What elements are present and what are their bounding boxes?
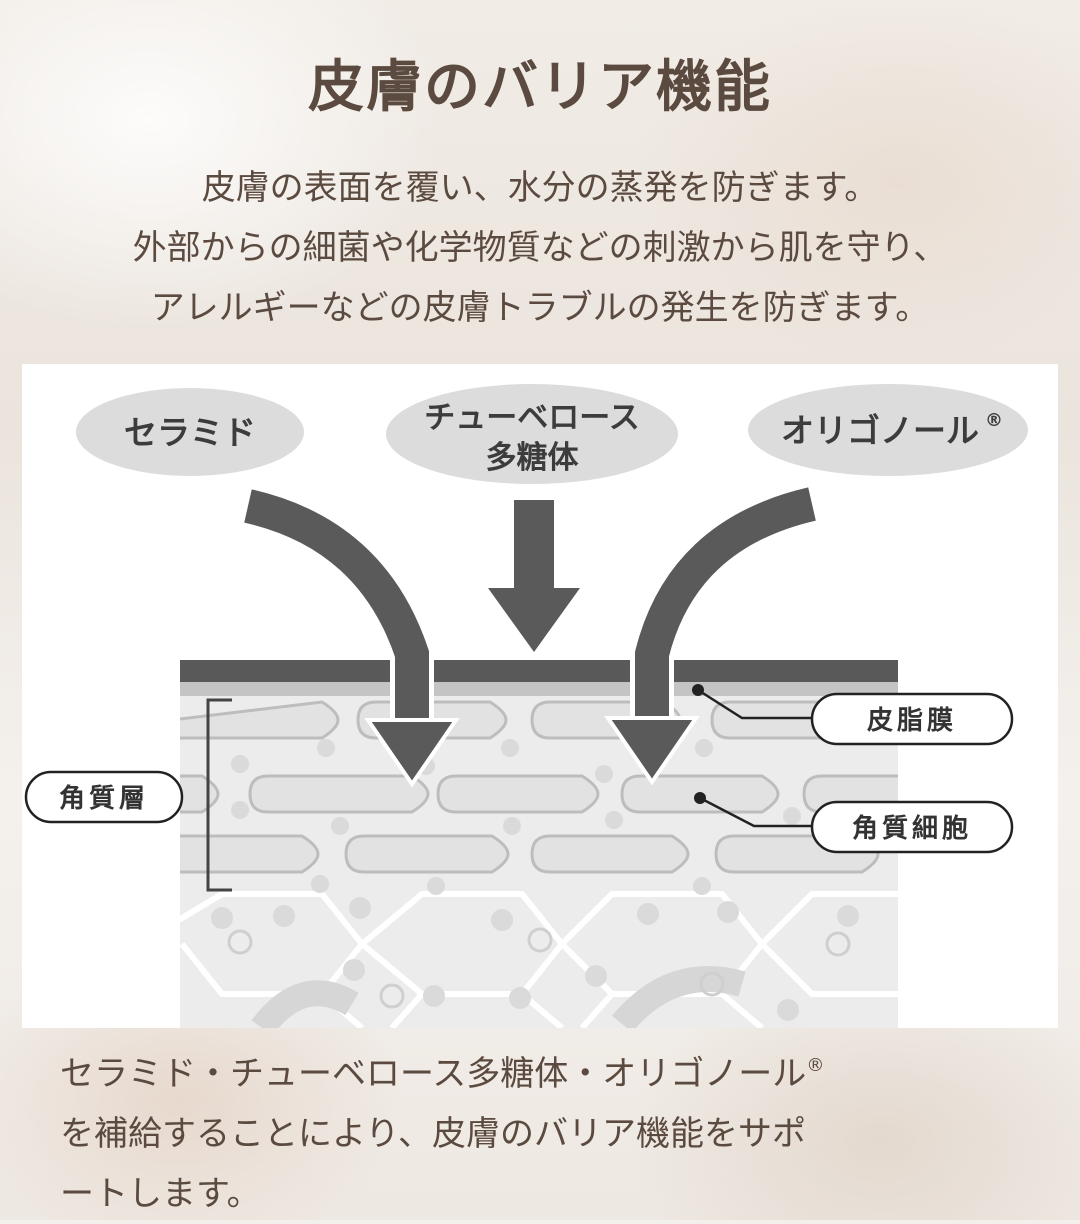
callout-lines bbox=[697, 688, 812, 828]
hollow-droplets bbox=[227, 927, 851, 1009]
summary-line: セラミド・チューベロース多糖体・オリゴノール® bbox=[60, 1036, 1040, 1104]
registered-mark: ® bbox=[985, 410, 1003, 431]
sebum-membrane-layer bbox=[180, 682, 898, 696]
tuberose-label-line1: チューベロース bbox=[424, 400, 639, 436]
corneocyte-label: 角質細胞 bbox=[852, 813, 972, 844]
intro-text: 皮膚の表面を覆い、水分の蒸発を防ぎます。 外部からの細菌や化学物質などの刺激から… bbox=[0, 158, 1080, 338]
stratum-corneum-box bbox=[24, 770, 184, 824]
corneocyte-cell bbox=[248, 774, 430, 814]
intro-line: 皮膚の表面を覆い、水分の蒸発を防ぎます。 bbox=[201, 168, 879, 208]
underlying-arrow-right bbox=[612, 966, 746, 1028]
corneocyte-cell bbox=[344, 834, 510, 874]
intro-line: 外部からの細菌や化学物質などの刺激から肌を守り、 bbox=[132, 228, 948, 268]
skin-barrier-diagram: セラミド チューベロース 多糖体 オリゴノール ® bbox=[22, 364, 1058, 1028]
moisture-droplets bbox=[211, 739, 859, 1021]
corneocyte-cell bbox=[180, 834, 320, 874]
tuberose-bubble bbox=[386, 384, 678, 484]
tuberose-label-line2: 多糖体 bbox=[486, 440, 579, 476]
summary-line: を補給することにより、皮膚のバリア機能をサポ bbox=[60, 1114, 806, 1154]
page-title: 皮膚のバリア機能 bbox=[308, 55, 772, 120]
sebum-membrane-box bbox=[810, 692, 1014, 746]
corneocyte-cell bbox=[436, 774, 600, 814]
summary-line-text: セラミド・チューベロース多糖体・オリゴノール bbox=[60, 1054, 807, 1094]
stratum-corneum-label: 角質層 bbox=[59, 783, 149, 814]
top-barrier-layer bbox=[180, 660, 898, 682]
corneocyte-cell bbox=[530, 834, 690, 874]
corneocyte-pointer-dot bbox=[694, 792, 706, 804]
ceramide-arrow bbox=[242, 484, 460, 788]
intro-line: アレルギーなどの皮膚トラブルの発生を防ぎます。 bbox=[150, 288, 930, 328]
oligonol-bubble bbox=[748, 384, 1028, 476]
ceramide-label: セラミド bbox=[124, 413, 256, 452]
oligonol-label: オリゴノール bbox=[781, 411, 979, 450]
corneocyte-box bbox=[810, 800, 1014, 854]
skin-cross-section bbox=[180, 660, 898, 1028]
ceramide-bubble bbox=[76, 388, 304, 476]
sebum-membrane-label: 皮脂膜 bbox=[867, 706, 957, 736]
summary-text: セラミド・チューベロース多糖体・オリゴノール® を補給することにより、皮膚のバリ… bbox=[60, 1036, 1040, 1224]
diagram-canvas: セラミド チューベロース 多糖体 オリゴノール ® bbox=[24, 384, 1028, 1028]
sebum-pointer-dot bbox=[692, 684, 704, 696]
registered-mark: ® bbox=[806, 1055, 825, 1076]
oligonol-arrow bbox=[604, 482, 818, 786]
corneocyte-cell bbox=[180, 700, 340, 740]
stratum-corneum-bracket bbox=[206, 698, 232, 892]
summary-line: ートします。 bbox=[60, 1174, 261, 1214]
tuberose-arrow bbox=[488, 500, 580, 652]
underlying-arrow-left bbox=[251, 980, 359, 1028]
